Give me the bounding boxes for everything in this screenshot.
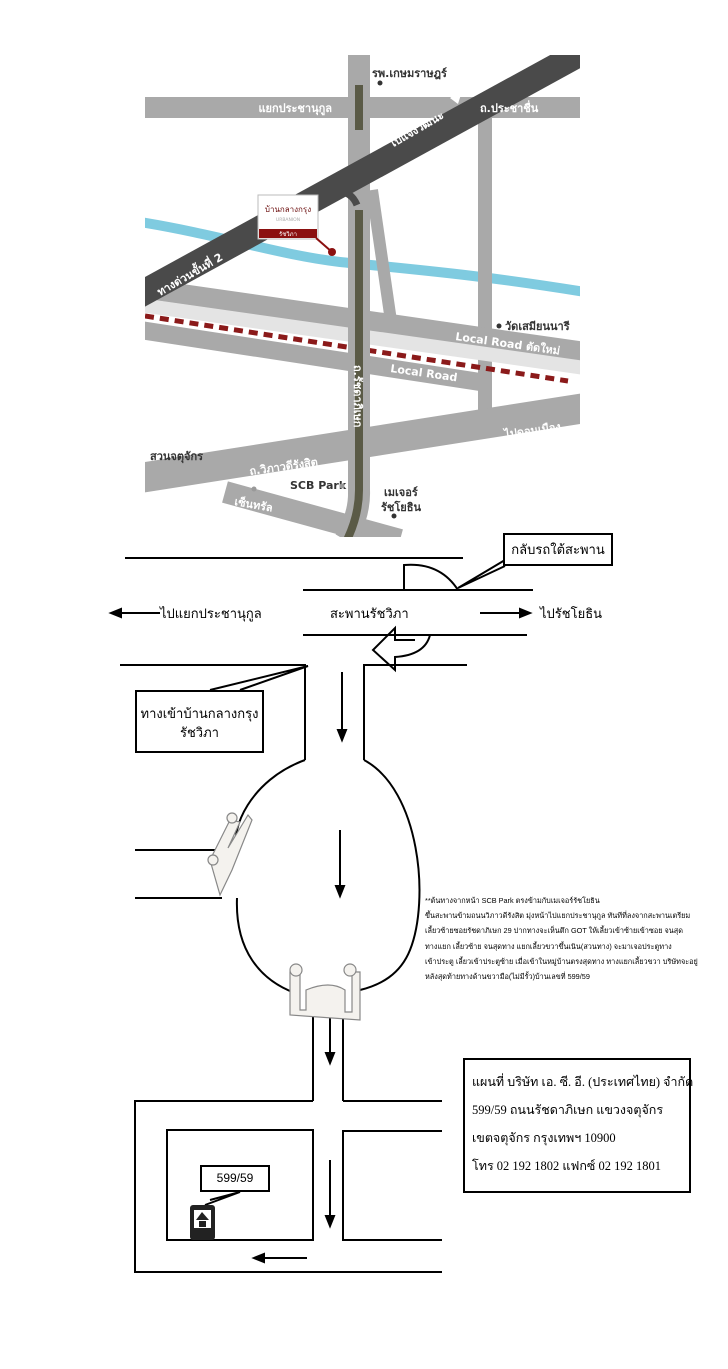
directions-line: เลี้ยวซ้ายซอยรัชดาภิเษก 29 ปากทางจะเห็นต… [425,926,683,936]
info-phone: โทร 02 192 1802 แฟกซ์ 02 192 1801 [472,1159,662,1173]
label-scb-park: SCB Park [290,479,347,492]
gate-icon [207,812,253,897]
directions-line: **ต้นทางจากหน้า SCB Park ตรงข้ามกับเมเจอ… [425,896,600,905]
uturn-callout: กลับรถใต้สะพาน [503,533,613,566]
entrance-label-2: รัชวิภา [180,725,219,740]
label-to-prachanukul: ไปแยกประชานุกูล [159,606,262,622]
entrance-callout: ทางเข้าบ้านกลางกรุง รัชวิภา [135,690,264,753]
directions-text: **ต้นทางจากหน้า SCB Park ตรงข้ามกับเมเจอ… [425,893,725,984]
directions-line: เข้าประตู เลี้ยวเข้าประตูซ้าย เมื่อเข้าใ… [425,956,698,966]
label-ratchada: ถ.รัชดาภิเษก [351,365,364,428]
directions-line: หลังสุดท้ายทางด้านขวามือ(ไม่มีรั้ว)บ้านเ… [425,972,590,982]
label-chatuchak: สวนจตุจักร [150,450,203,464]
road-ladprao [222,481,403,537]
brand-branch: รัชวิภา [279,231,297,238]
label-major-1: เมเจอร์ [384,486,418,499]
uturn-label: กลับรถใต้สะพาน [511,542,605,557]
uturn-arc [403,563,459,591]
uturn-arrow [371,625,431,673]
expressway [145,55,580,307]
info-district: เขตจตุจักร กรุงเทพฯ 10900 [472,1131,616,1145]
location-pin-icon [328,248,336,256]
area-map: รพ.เกษมราษฎร์ แยกประชานุกูล ถ.ประชาชื่น … [145,55,580,537]
office-building-icon [190,1205,215,1240]
gate-icon [289,963,361,1021]
brand-name: บ้านกลางกรุง [265,205,311,214]
info-title: แผนที่ บริษัท เอ. ซี. อี. (ประเทศไทย) จำ… [472,1075,694,1089]
label-to-ratchayothin: ไปรัชโยธิน [539,606,602,621]
brand-sign: บ้านกลางกรุง URBANION รัชวิภา [257,194,336,256]
river [145,217,580,297]
label-prachachuen: ถ.ประชาชื่น [480,100,539,115]
roundabout [234,759,421,994]
brand-sub: URBANION [276,217,300,223]
label-central-1: เซ็นทรัล [233,494,274,515]
label-temple: วัดเสมียนนารี [505,320,570,333]
directions-line: ทางแยก เลี้ยวซ้าย จนสุดทาง แยกเลี้ยวขวาข… [425,941,672,951]
label-major-2: รัชโยธิน [381,500,421,514]
house-number: 599/59 [216,1171,254,1185]
center-strip [343,210,363,537]
info-address: 599/59 ถนนรัชดาภิเษก แขวงจตุจักร [472,1103,664,1117]
direction-arrow-icon [450,88,463,104]
entrance-label-1: ทางเข้าบ้านกลางกรุง [140,706,259,721]
label-hospital: รพ.เกษมราษฎร์ [372,67,447,80]
arrows [108,607,533,1264]
road-diagonal [366,189,398,329]
center-strip [355,85,363,130]
house-number-callout: 599/59 [200,1165,270,1192]
directions-line: ขึ้นสะพานข้ามถนนวิภาวดีรังสิต มุ่งหน้าไป… [425,911,691,921]
company-info-box: แผนที่ บริษัท เอ. ซี. อี. (ประเทศไทย) จำ… [463,1058,694,1193]
local-road [145,321,482,391]
label-bridge: สะพานรัชวิภา [330,606,409,621]
label-junction: แยกประชานุกูล [258,102,332,116]
